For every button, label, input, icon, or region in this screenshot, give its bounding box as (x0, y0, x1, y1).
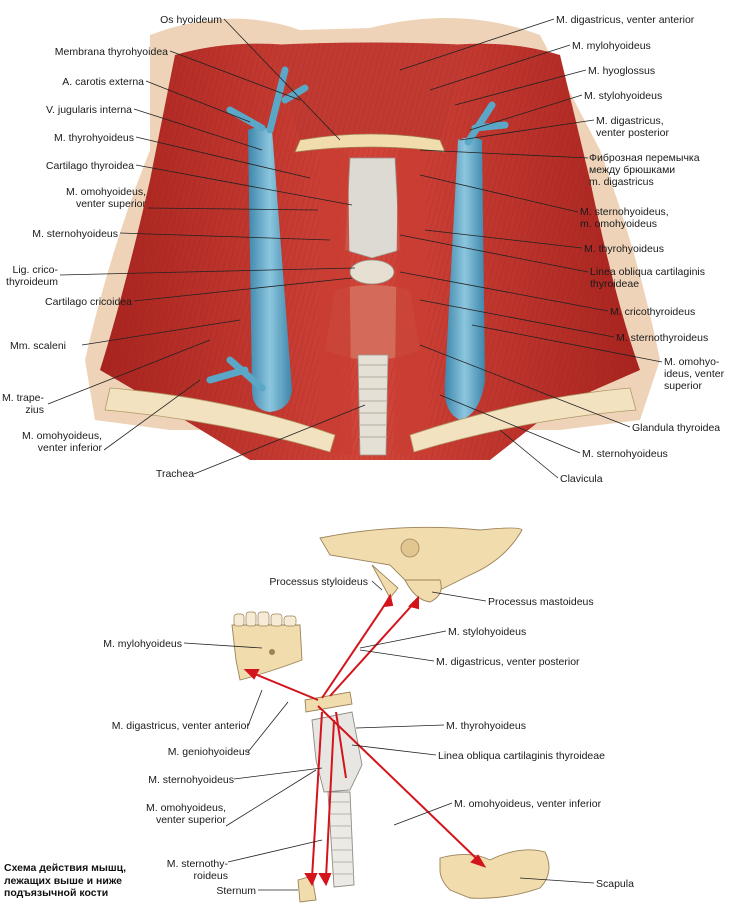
label-membrana-thyrohyoidea: Membrana thyrohyoidea (54, 46, 168, 58)
label-linea-obliqua-top: Linea obliqua cartilaginis thyroideae (590, 266, 705, 290)
label-v-jugularis-interna: V. jugularis interna (46, 104, 132, 116)
cricoid (349, 259, 395, 285)
subclavian-left (206, 356, 266, 392)
label-m-omohyoideus-venter-inferior-schema: M. omohyoideus, venter inferior (454, 798, 602, 810)
label-processus-mastoideus: Processus mastoideus (488, 596, 594, 608)
clavicle-left (104, 387, 336, 453)
label-m-digastricus-venter-anterior: M. digastricus, venter anterior (556, 14, 695, 26)
label-m-thyrohyoideus-right: M. thyrohyoideus (584, 243, 664, 255)
larynx-schema (311, 711, 363, 793)
label-m-sternohyoideus-right: M. sternohyoideus (582, 448, 668, 460)
label-m-hyoglossus: M. hyoglossus (588, 65, 656, 77)
sternohyoid-left (318, 150, 352, 455)
label-m-omohyoideus-venter-inferior: M. omohyoideus, venter inferior (22, 430, 102, 454)
label-m-thyrohyoideus-left: M. thyrohyoideus (54, 132, 134, 144)
label-a-carotis-externa: A. carotis externa (62, 76, 144, 88)
trachea-schema (327, 791, 355, 888)
label-lig-cricothyroideum: Lig. crico- thyroideum (6, 264, 58, 288)
label-cartilago-thyroidea: Cartilago thyroidea (45, 160, 134, 172)
hyoid-bone (294, 133, 446, 153)
label-glandula-thyroidea: Glandula thyroidea (632, 422, 721, 434)
label-mm-scaleni: Mm. scaleni (9, 340, 66, 352)
label-m-sternothyroideus: M. sternothyroideus (616, 332, 709, 344)
action-schema (231, 526, 550, 903)
hyoid-schema (304, 691, 353, 713)
schema-caption: Схема действия мышц, лежащих выше и ниже… (4, 862, 127, 899)
label-trachea: Trachea (155, 468, 195, 480)
label-m-omohyoideus-venter-superior-right: M. omohyo- ideus, venter superior (664, 356, 725, 392)
label-os-hyoideum: Os hyoideum (160, 14, 222, 26)
label-m-thyrohyoideus-schema: M. thyrohyoideus (446, 720, 526, 732)
label-m-digastricus-venter-anterior-schema: M. digastricus, venter anterior (111, 720, 250, 732)
label-m-digastricus-venter-posterior: M. digastricus, venter posterior (596, 115, 669, 139)
label-m-trapezius: M. trape- zius (1, 392, 44, 416)
label-m-geniohyoideus-schema: M. geniohyoideus (167, 746, 250, 758)
label-m-omohyoideus-venter-superior: M. omohyoideus, venter superior (66, 186, 146, 210)
label-sternum: Sternum (216, 885, 256, 897)
label-m-stylohyoideus: M. stylohyoideus (584, 90, 663, 102)
label-m-omohyoideus-venter-superior-schema: M. omohyoideus, venter superior (146, 802, 226, 826)
label-scapula: Scapula (596, 878, 634, 890)
label-m-mylohyoideus: M. mylohyoideus (572, 40, 651, 52)
facial-vein-right (464, 101, 509, 146)
sternohyoid-right (394, 150, 430, 455)
label-m-sternohyoideus-left: M. sternohyoideus (32, 228, 118, 240)
action-arrows (243, 593, 487, 887)
label-m-cricothyroideus: M. cricothyroideus (610, 306, 696, 318)
label-fibrous-bridge: Фиброзная перемычка между брюшками m. di… (589, 152, 700, 188)
label-clavicula: Clavicula (560, 473, 603, 485)
label-m-digastricus-venter-posterior-schema: M. digastricus, venter posterior (436, 656, 580, 668)
label-m-mylohyoideus-schema: M. mylohyoideus (103, 638, 182, 650)
label-m-sternohyoideus-m-omohyoideus: M. sternohyoideus, m. omohyoideus (580, 206, 669, 230)
scapula-bone (439, 849, 550, 899)
mandible (231, 624, 303, 681)
label-processus-styloideus: Processus styloideus (269, 576, 368, 588)
thyroid-cartilage (344, 157, 401, 259)
neck-dissection (85, 18, 660, 461)
label-linea-obliqua-schema: Linea obliqua cartilaginis thyroideae (438, 750, 605, 762)
mastoid (404, 579, 442, 603)
label-cartilago-cricoidea: Cartilago cricoidea (45, 296, 132, 308)
trachea-shape (357, 354, 389, 456)
label-m-stylohyoideus-schema: M. stylohyoideus (448, 626, 527, 638)
label-m-sternothyroideus-schema: M. sternothy- roideus (166, 858, 228, 882)
jugular-vein-right (444, 137, 485, 420)
label-m-sternohyoideus-schema: M. sternohyoideus (148, 774, 234, 786)
leader-lines (47, 18, 663, 891)
